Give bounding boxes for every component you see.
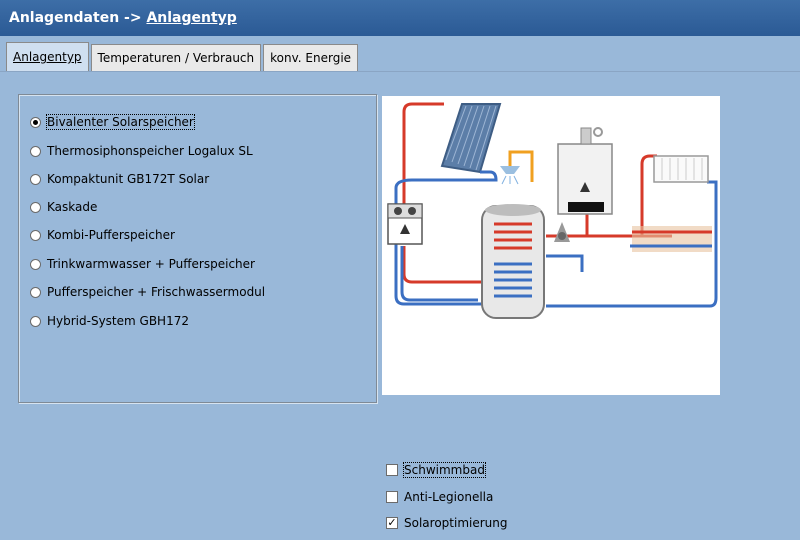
mixing-valve-icon bbox=[554, 222, 570, 242]
title-arrow: -> bbox=[124, 10, 142, 26]
radio-button[interactable] bbox=[30, 286, 41, 298]
radio-button[interactable] bbox=[30, 315, 41, 327]
boiler-icon bbox=[557, 127, 613, 215]
radio-button[interactable] bbox=[30, 173, 41, 185]
solar-heating-system-diagram-icon bbox=[387, 102, 718, 319]
tab-label: konv. Energie bbox=[270, 51, 352, 65]
option-solaroptimierung[interactable]: ✓ Solaroptimierung bbox=[386, 514, 507, 532]
radio-bivalenter-solarspeicher[interactable]: Bivalenter Solarspeicher bbox=[30, 113, 195, 131]
solar-collector-icon bbox=[440, 103, 502, 174]
checkbox-solaroptimierung[interactable]: ✓ bbox=[386, 516, 398, 529]
radio-trinkwarmwasser-pufferspeicher[interactable]: Trinkwarmwasser + Pufferspeicher bbox=[30, 255, 255, 273]
radio-thermosiphonspeicher[interactable]: Thermosiphonspeicher Logalux SL bbox=[30, 142, 253, 160]
checkbox-label: Solaroptimierung bbox=[404, 516, 508, 530]
radio-label: Kaskade bbox=[47, 200, 98, 214]
solar-station-icon bbox=[387, 203, 423, 245]
option-anti-legionella[interactable]: Anti-Legionella bbox=[386, 488, 493, 506]
option-schwimmbad[interactable]: Schwimmbad bbox=[386, 461, 486, 479]
tab-anlagentyp[interactable]: Anlagentyp bbox=[6, 42, 89, 71]
radio-label: Hybrid-System GBH172 bbox=[47, 314, 189, 328]
radio-hybrid-system[interactable]: Hybrid-System GBH172 bbox=[30, 312, 189, 330]
radio-label: Thermosiphonspeicher Logalux SL bbox=[47, 144, 253, 158]
checkbox-schwimmbad[interactable] bbox=[386, 464, 398, 476]
radio-label: Kombi-Pufferspeicher bbox=[47, 228, 175, 242]
radio-pufferspeicher-frischwassermodul[interactable]: Pufferspeicher + Frischwassermodul bbox=[30, 283, 265, 301]
radio-button[interactable] bbox=[30, 229, 41, 241]
radio-kaskade[interactable]: Kaskade bbox=[30, 198, 97, 216]
radio-button[interactable] bbox=[30, 201, 41, 213]
radio-label: Pufferspeicher + Frischwassermodul bbox=[47, 285, 266, 299]
checkbox-label: Anti-Legionella bbox=[404, 490, 494, 504]
system-diagram bbox=[382, 96, 720, 395]
radiator-icon bbox=[653, 155, 709, 183]
system-type-group: Bivalenter Solarspeicher Thermosiphonspe… bbox=[18, 94, 377, 403]
tab-bar: Anlagentyp Temperaturen / Verbrauch konv… bbox=[6, 42, 360, 71]
radio-kompaktunit[interactable]: Kompaktunit GB172T Solar bbox=[30, 170, 209, 188]
radio-kombi-pufferspeicher[interactable]: Kombi-Pufferspeicher bbox=[30, 226, 175, 244]
radio-label: Trinkwarmwasser + Pufferspeicher bbox=[47, 257, 255, 271]
radio-label: Kompaktunit GB172T Solar bbox=[47, 172, 210, 186]
radio-button[interactable] bbox=[30, 145, 41, 157]
title-part2: Anlagentyp bbox=[146, 10, 237, 26]
checkbox-label: Schwimmbad bbox=[403, 462, 486, 478]
radio-button[interactable] bbox=[30, 116, 41, 128]
storage-tank-icon bbox=[481, 204, 545, 319]
checkbox-anti-legionella[interactable] bbox=[386, 491, 398, 503]
tab-panel-border bbox=[0, 71, 800, 72]
radio-button[interactable] bbox=[30, 258, 41, 270]
floor-heating-icon bbox=[632, 226, 712, 252]
radio-label: Bivalenter Solarspeicher bbox=[46, 114, 195, 130]
title-part1: Anlagendaten bbox=[9, 10, 120, 26]
tab-temperaturen-verbrauch[interactable]: Temperaturen / Verbrauch bbox=[90, 44, 262, 71]
shower-icon bbox=[500, 166, 520, 185]
window-title: Anlagendaten -> Anlagentyp bbox=[0, 0, 800, 36]
tab-label: Temperaturen / Verbrauch bbox=[97, 51, 255, 65]
tab-label: Anlagentyp bbox=[13, 50, 82, 64]
tab-konv-energie[interactable]: konv. Energie bbox=[263, 44, 359, 71]
